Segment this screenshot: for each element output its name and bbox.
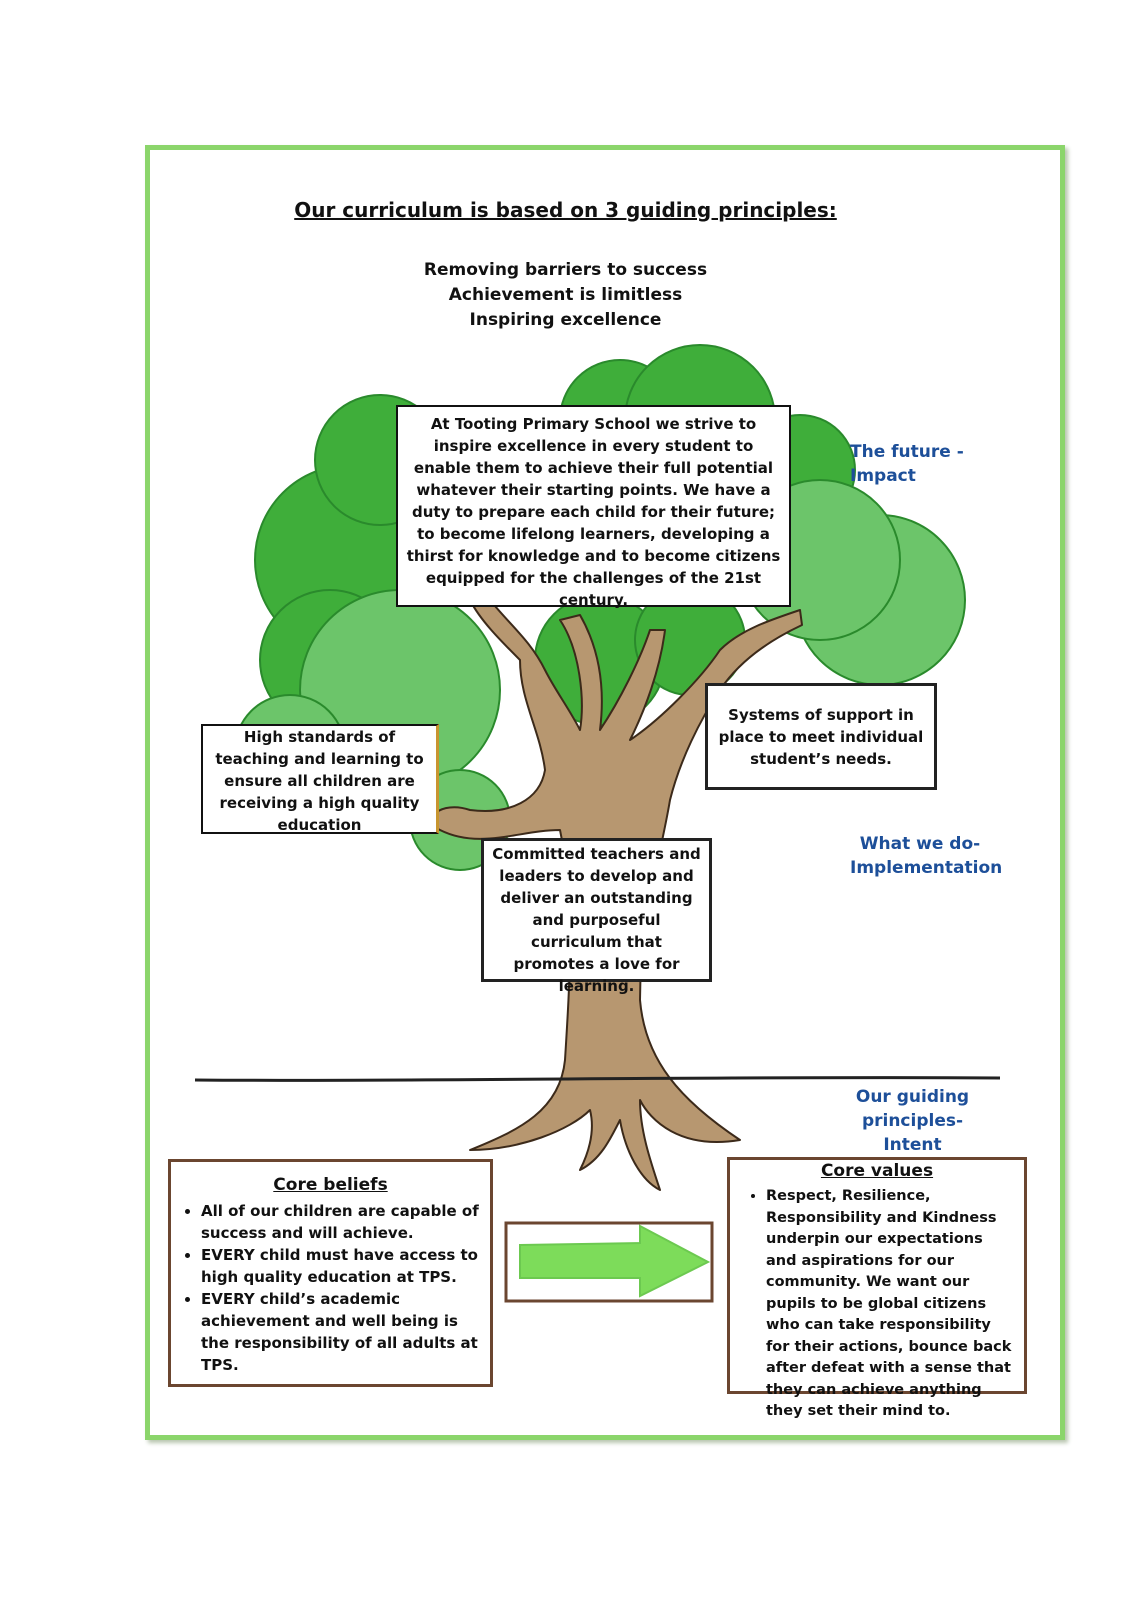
- core-values-box: Core values Respect, Resilience, Respons…: [727, 1157, 1027, 1419]
- branch-text-left: High standards of teaching and learning …: [215, 728, 424, 834]
- branch-box-center: Committed teachers and leaders to develo…: [481, 838, 712, 995]
- vision-statement-text: At Tooting Primary School we strive to i…: [406, 415, 781, 609]
- list-item: EVERY child must have access to high qua…: [201, 1244, 482, 1288]
- branch-text-right: Systems of support in place to meet indi…: [718, 706, 924, 768]
- core-values-list: Respect, Resilience, Responsibility and …: [736, 1186, 1018, 1423]
- core-beliefs-list: All of our children are capable of succe…: [179, 1200, 482, 1376]
- list-item: Respect, Resilience, Responsibility and …: [766, 1186, 1018, 1423]
- list-item: EVERY child’s academic achievement and w…: [201, 1288, 482, 1376]
- guiding-principles-list: Removing barriers to success Achievement…: [0, 258, 1131, 333]
- arrow-right-icon: [519, 1224, 711, 1298]
- principle-item: Achievement is limitless: [448, 285, 683, 305]
- label-what-we-do: What we do- Implementation: [850, 832, 1003, 880]
- vision-statement-box: At Tooting Primary School we strive to i…: [396, 405, 791, 609]
- core-values-heading: Core values: [820, 1161, 934, 1181]
- page-frame: [145, 145, 1065, 1440]
- core-beliefs-box: Core beliefs All of our children are cap…: [168, 1159, 493, 1387]
- label-what-we-do-line1: What we do-: [859, 834, 981, 854]
- label-what-we-do-line2: Implementation: [850, 858, 1003, 878]
- branch-box-left: High standards of teaching and learning …: [201, 724, 439, 834]
- label-guiding-line2: Intent: [883, 1135, 942, 1155]
- core-beliefs-heading: Core beliefs: [273, 1175, 388, 1195]
- label-guiding-principles: Our guiding principles- Intent: [810, 1085, 1015, 1157]
- branch-box-right: Systems of support in place to meet indi…: [705, 683, 937, 790]
- ground-line: [194, 1076, 1001, 1082]
- branch-text-center: Committed teachers and leaders to develo…: [492, 845, 701, 995]
- principle-item: Inspiring excellence: [469, 310, 662, 330]
- label-guiding-line1: Our guiding principles-: [855, 1087, 970, 1131]
- list-item: All of our children are capable of succe…: [201, 1200, 482, 1244]
- principle-item: Removing barriers to success: [423, 260, 708, 280]
- page-title: Our curriculum is based on 3 guiding pri…: [294, 198, 837, 222]
- label-future-impact: The future - Impact: [850, 442, 964, 486]
